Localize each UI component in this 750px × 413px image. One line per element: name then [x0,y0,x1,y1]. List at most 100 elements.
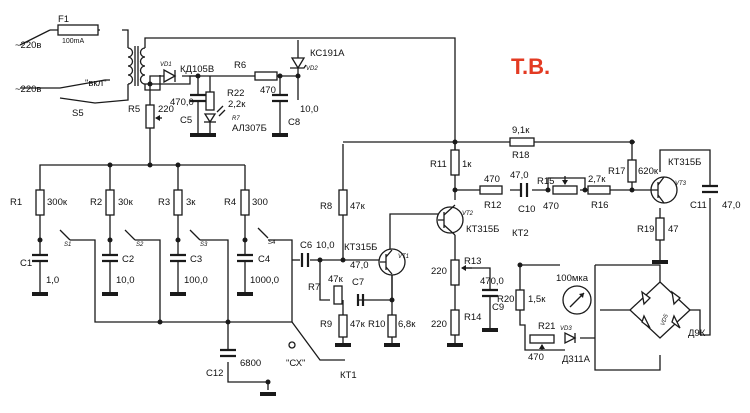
ground-symbols [32,120,668,396]
transistor-vt1: VT1 КТ315Б [344,242,409,276]
resistor-r20: R20 1,5к [497,289,546,311]
switches: S1 S2 S3 S4 [64,240,276,248]
svg-text:10,0: 10,0 [116,275,135,286]
svg-text:620к: 620к [638,166,659,177]
vt1-type: КТ315Б [344,242,377,253]
diode-vd1: VD1 КД105В [160,62,214,84]
kt2-label: КТ2 [512,228,529,239]
svg-text:47: 47 [668,224,679,235]
svg-text:R14: R14 [464,312,481,323]
svg-text:9,1к: 9,1к [512,125,530,136]
vd3-type: Д311А [562,354,591,365]
vt1-ref: VT1 [398,254,409,260]
svg-text:1,5к: 1,5к [528,294,546,305]
resistor-r3: R3 3к [158,189,196,216]
resistor-r5: R5 220 [128,104,174,129]
switch-s1: S1 [64,242,71,248]
svg-text:R3: R3 [158,197,170,208]
svg-text:47к: 47к [350,319,366,330]
svg-text:R20: R20 [497,294,514,305]
bridge-type: Д9К [688,328,706,339]
svg-text:220: 220 [431,266,447,277]
svg-text:R16: R16 [591,200,608,211]
svg-text:C4: C4 [258,254,270,265]
vd2-ref: VD2 [306,66,318,72]
svg-text:3к: 3к [186,197,196,208]
svg-text:R11: R11 [430,159,447,170]
svg-text:R19: R19 [637,224,654,235]
fuse-rating: 100mA [62,38,85,45]
vt3-ref: VT3 [675,181,687,187]
power-switch-ref: S5 [72,108,84,119]
resistor-r14: 220 R14 [431,309,481,336]
mains-input: ~220в ~220в "вкл" S5 [15,40,107,119]
resistor-r9: R9 47к [320,314,366,338]
vd2-type: КС191А [310,48,345,59]
svg-text:R4: R4 [224,197,236,208]
switch-s4: S4 [268,240,276,246]
microammeter: 100мка [556,273,592,315]
svg-text:30к: 30к [118,197,134,208]
svg-text:6,8к: 6,8к [398,319,416,330]
svg-text:R9: R9 [320,319,332,330]
resistor-r10: R10 6,8к [368,314,416,338]
svg-text:2,7к: 2,7к [588,174,606,185]
switch-s3: S3 [200,242,208,248]
led-ref: R7 [232,116,240,122]
svg-text:470: 470 [543,201,559,212]
diode-vd3: VD3 Д311А [560,326,591,365]
svg-text:C1: C1 [20,258,32,269]
svg-text:2,2к: 2,2к [228,99,246,110]
svg-text:C9: C9 [492,302,504,313]
svg-text:47,0: 47,0 [722,200,741,211]
svg-text:R2: R2 [90,197,102,208]
resistor-r13: 220 R13 [431,256,481,286]
svg-text:47к: 47к [328,274,344,285]
svg-text:470,0: 470,0 [480,276,504,287]
svg-text:220: 220 [431,319,447,330]
capacitor-c8: 10,0C8 [272,93,319,128]
vd3-ref: VD3 [560,326,572,332]
title: Т.В. [511,54,550,79]
svg-text:R10: R10 [368,319,385,330]
svg-text:C12: C12 [206,368,223,379]
svg-text:R7: R7 [308,282,320,293]
svg-text:C6: C6 [300,240,312,251]
test-points: "СХ" КТ1 КТ2 [286,228,529,381]
junctions [37,73,635,385]
svg-text:1к: 1к [462,159,472,170]
svg-text:R5: R5 [128,104,140,115]
svg-text:6800: 6800 [240,358,261,369]
svg-text:R13: R13 [464,256,481,267]
vd1-ref: VD1 [160,62,172,68]
capacitor-c12: C12 6800 [206,348,261,379]
transformer [127,46,146,86]
svg-text:220: 220 [158,104,174,115]
vd1-type: КД105В [180,64,214,75]
vt2-type: КТ315Б [466,224,499,235]
svg-text:100,0: 100,0 [184,275,208,286]
svg-text:47,0: 47,0 [350,260,369,271]
svg-text:C2: C2 [122,254,134,265]
resistor-r11: R11 1к [430,149,472,176]
vt2-ref: VT2 [462,211,474,217]
transistor-vt3: VT3 КТ315Б [650,157,701,204]
svg-text:470: 470 [484,174,500,185]
zener-vd2: VD2 КС191А [290,48,345,72]
svg-text:C8: C8 [288,117,300,128]
led-type: АЛ307Б [232,123,267,134]
